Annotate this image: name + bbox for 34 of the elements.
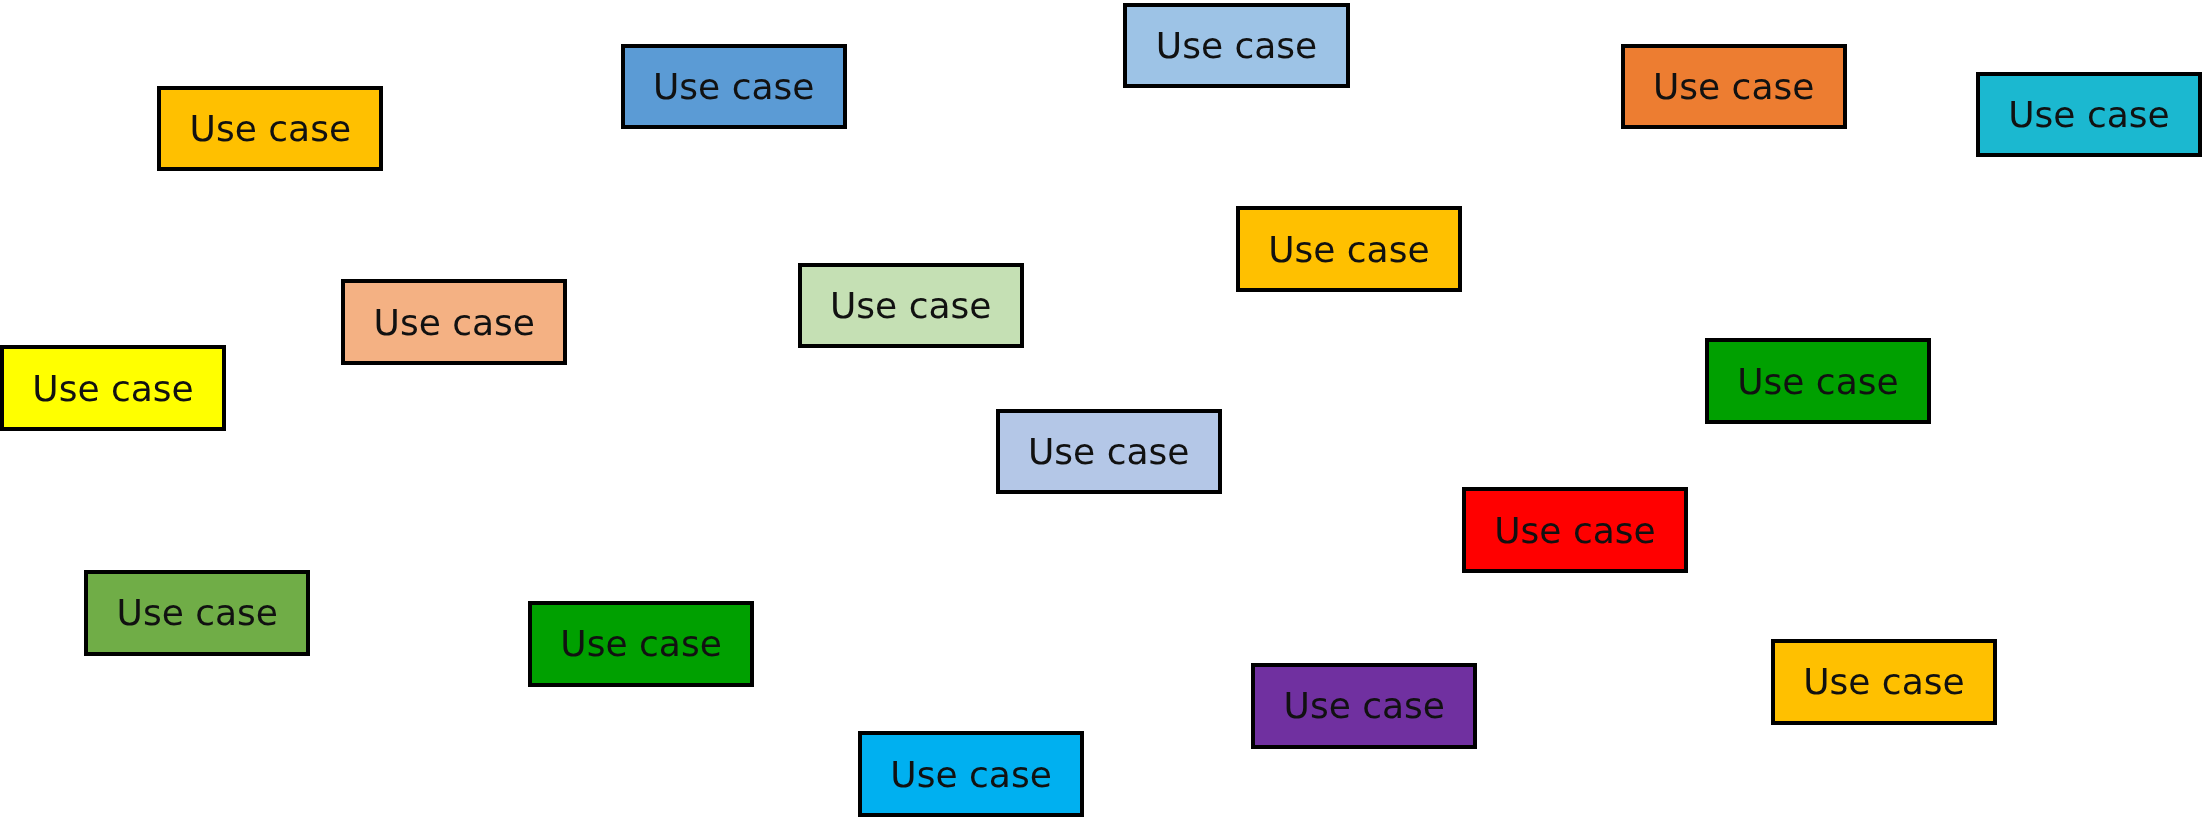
use-case-box: [528, 601, 755, 687]
use-case-label: Use case: [1283, 685, 1446, 727]
use-case-label: Use case: [1803, 661, 1965, 703]
use-case-label: Use case: [1155, 25, 1318, 67]
use-case-label: Use case: [1652, 65, 1815, 107]
use-case-label: Use case: [116, 592, 279, 634]
use-case-box: [341, 279, 568, 366]
use-case-box: [1251, 662, 1478, 749]
use-case-box: [1461, 487, 1688, 573]
use-case-box: [0, 345, 227, 432]
use-case-label: Use case: [189, 108, 352, 149]
use-case-label: Use case: [373, 301, 536, 343]
use-case-box: [1975, 71, 2202, 158]
use-case-box: [1620, 43, 1847, 130]
use-case-label: Use case: [890, 753, 1052, 795]
use-case-box: [157, 85, 384, 172]
use-case-label: Use case: [1268, 228, 1430, 270]
use-case-box: [1235, 206, 1462, 293]
use-case-label: Use case: [653, 65, 815, 107]
use-case-box: [797, 262, 1024, 349]
use-case-label: Use case: [1494, 509, 1656, 551]
use-case-box: [620, 43, 847, 130]
use-case-box: [858, 731, 1085, 817]
use-case-box: [1123, 2, 1350, 89]
use-case-box: [84, 570, 311, 656]
use-case-box: [1770, 638, 1997, 725]
use-case-label: Use case: [829, 284, 992, 326]
use-case-label: Use case: [560, 623, 722, 665]
use-case-label: Use case: [1737, 360, 1899, 402]
use-case-box: [995, 408, 1222, 495]
use-case-label: Use case: [1028, 431, 1190, 472]
use-case-label: Use case: [32, 367, 194, 409]
use-case-label: Use case: [2008, 93, 2170, 135]
use-case-box: [1704, 338, 1931, 425]
